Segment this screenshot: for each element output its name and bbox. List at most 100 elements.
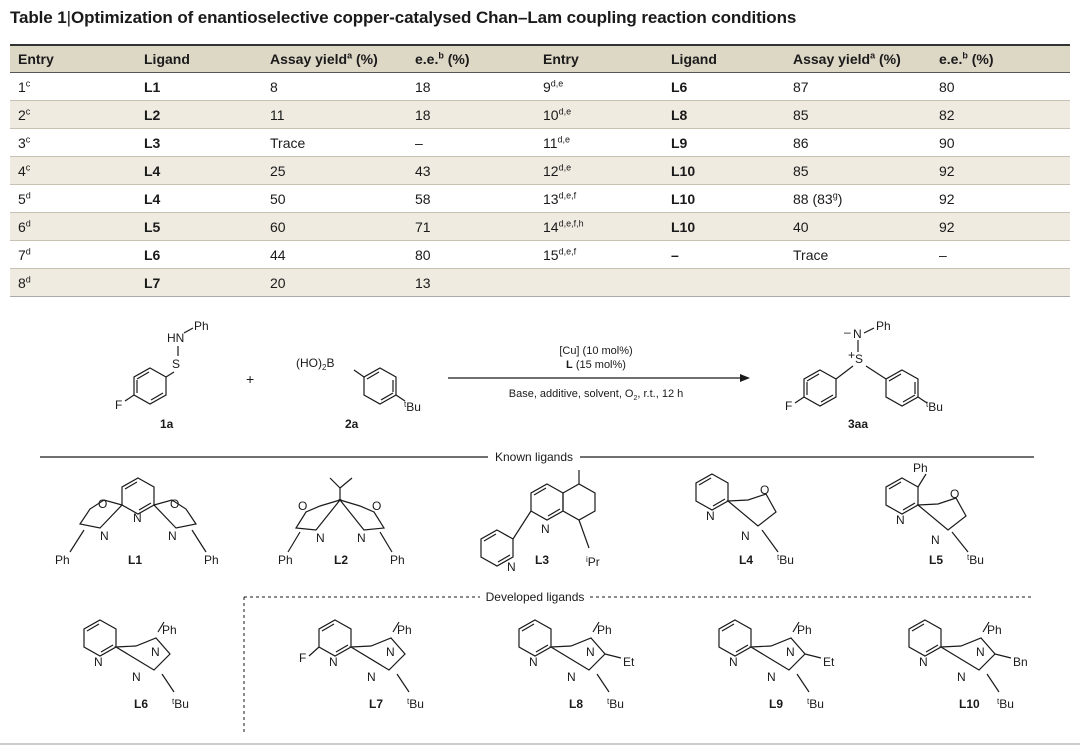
table-cell — [785, 268, 931, 297]
table-cell: 2c — [10, 100, 136, 129]
atom: Ph — [987, 623, 1002, 637]
table-cell: 20 — [262, 268, 407, 297]
table-cell — [535, 268, 663, 297]
table-cell: – — [931, 240, 1070, 269]
tert-butyl-group: tBu — [926, 400, 943, 414]
atom: N — [976, 645, 985, 659]
atom: N — [706, 509, 715, 523]
compound-label-3aa: 3aa — [848, 417, 868, 431]
table-cell: L4 — [136, 156, 262, 185]
atom: Ph — [278, 553, 293, 567]
ligand-L2: O O N N Ph Ph L2 — [278, 477, 405, 567]
table-cell — [663, 268, 785, 297]
atom: N — [386, 645, 395, 659]
ligand-label: L4 — [739, 553, 753, 567]
charge-minus: – — [844, 325, 851, 339]
condition-details: Base, additive, solvent, O2, r.t., 12 h — [509, 388, 684, 402]
ligand-label: L1 — [128, 553, 142, 567]
table-cell: 10d,e — [535, 100, 663, 129]
atom: Et — [823, 655, 835, 669]
table-cell: 44 — [262, 240, 407, 269]
table-cell: 18 — [407, 100, 535, 129]
atom: Et — [623, 655, 635, 669]
table-cell: 87 — [785, 72, 931, 101]
atom: N — [151, 645, 160, 659]
atom-S: S — [172, 357, 180, 371]
ligand-label: L8 — [569, 697, 583, 711]
table-cell — [931, 268, 1070, 297]
atom-HN: HN — [167, 331, 184, 345]
table-cell: 71 — [407, 212, 535, 241]
table-cell: 58 — [407, 184, 535, 213]
tert-butyl-group: tBu — [997, 697, 1014, 711]
table-cell: Trace — [785, 240, 931, 269]
condition-ligand: L (15 mol%) — [566, 359, 626, 371]
column-header: Ligand — [663, 44, 785, 73]
tert-butyl-group: tBu — [607, 697, 624, 711]
table-cell: L5 — [136, 212, 262, 241]
tert-butyl-group: tBu — [967, 553, 984, 567]
table-cell: L6 — [136, 240, 262, 269]
atom: O — [950, 487, 959, 501]
tert-butyl-group: tBu — [172, 697, 189, 711]
table-cell: L10 — [663, 212, 785, 241]
atom: O — [98, 497, 107, 511]
table-cell: 25 — [262, 156, 407, 185]
atom: Ph — [397, 623, 412, 637]
table-cell: 80 — [931, 72, 1070, 101]
tert-butyl-group: tBu — [777, 553, 794, 567]
table-cell: 85 — [785, 156, 931, 185]
atom: N — [931, 533, 940, 547]
compound-label-2a: 2a — [345, 417, 359, 431]
atom: N — [729, 655, 738, 669]
ligand-label: L5 — [929, 553, 943, 567]
atom: N — [567, 670, 576, 684]
table-cell: 15d,e,f — [535, 240, 663, 269]
table-cell: 80 — [407, 240, 535, 269]
ligand-L4: N O N tBu L4 — [695, 473, 794, 567]
plus-sign: + — [246, 371, 254, 387]
table-cell: L6 — [663, 72, 785, 101]
table-cell: 8d — [10, 268, 136, 297]
table-cell: 6d — [10, 212, 136, 241]
atom: Bn — [1013, 655, 1028, 669]
table-cell: 14d,e,f,h — [535, 212, 663, 241]
product-3aa: – N Ph + S F tBu 3aa — [785, 319, 943, 431]
isopropyl-group: iPr — [586, 555, 600, 569]
ligand-label: L7 — [369, 697, 383, 711]
atom-F: F — [115, 398, 122, 412]
table-cell: 60 — [262, 212, 407, 241]
table-cell: L2 — [136, 100, 262, 129]
condition-catalyst: [Cu] (10 mol%) — [559, 345, 632, 357]
table-cell: L10 — [663, 184, 785, 213]
atom: Ph — [597, 623, 612, 637]
atom: N — [168, 529, 177, 543]
column-header: e.e.b (%) — [931, 44, 1070, 73]
atom-Ph: Ph — [876, 319, 891, 333]
atom: N — [357, 531, 366, 545]
table-cell: 85 — [785, 100, 931, 129]
atom: N — [741, 529, 750, 543]
table-cell: L1 — [136, 72, 262, 101]
table-cell: 86 — [785, 128, 931, 157]
table-cell: 50 — [262, 184, 407, 213]
table-cell: 82 — [931, 100, 1070, 129]
atom: N — [786, 645, 795, 659]
column-header: Assay yielda (%) — [785, 44, 931, 73]
atom: N — [919, 655, 928, 669]
atom: N — [94, 655, 103, 669]
table-cell: 92 — [931, 212, 1070, 241]
developed-ligands-heading: Developed ligands — [486, 590, 585, 604]
tert-butyl-group: tBu — [807, 697, 824, 711]
column-header: Assay yielda (%) — [262, 44, 407, 73]
table-cell: 9d,e — [535, 72, 663, 101]
table-cell: 3c — [10, 128, 136, 157]
